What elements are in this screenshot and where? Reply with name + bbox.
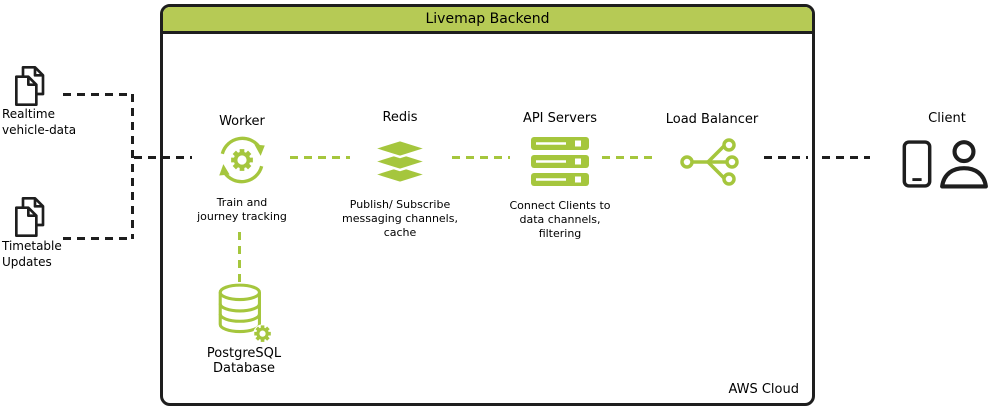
connector-sources-to-worker [134, 156, 192, 159]
api-servers-description: Connect Clients to data channels, filter… [509, 199, 611, 241]
connector-worker-redis [290, 156, 350, 159]
connector-edge-client [822, 156, 870, 159]
load-balancer-icon [680, 137, 742, 187]
realtime-source-label: Realtime vehicle-data [2, 107, 77, 137]
backend-title: Livemap Backend [425, 11, 550, 27]
client-label: Client [928, 111, 966, 126]
postgresql-database-icon [214, 281, 276, 345]
worker-label: Worker [219, 114, 265, 129]
worker-gear-sync-icon [213, 131, 271, 189]
timetable-documents-icon [13, 197, 49, 237]
connector-loadbalancer-edge [764, 156, 808, 159]
postgresql-label: PostgreSQL Database [206, 346, 282, 376]
api-servers-icon [530, 136, 590, 188]
connector-redis-api [452, 156, 510, 159]
connector-sources-vertical [131, 94, 134, 239]
backend-title-bar: Livemap Backend [163, 7, 812, 34]
redis-description: Publish/ Subscribe messaging channels, c… [342, 198, 458, 240]
load-balancer-label: Load Balancer [665, 112, 759, 127]
connector-api-loadbalancer [602, 156, 658, 159]
realtime-documents-icon [13, 66, 49, 106]
aws-cloud-label: AWS Cloud [728, 382, 799, 397]
redis-label: Redis [382, 110, 418, 125]
timetable-source-label: Timetable Updates [2, 239, 62, 269]
redis-stack-icon [368, 138, 432, 188]
connector-worker-postgresql [238, 232, 241, 282]
worker-description: Train and journey tracking [197, 196, 287, 224]
connector-timetable [63, 237, 133, 240]
api-servers-label: API Servers [522, 111, 598, 126]
client-phone-icon [902, 139, 932, 189]
connector-realtime [63, 93, 133, 96]
client-person-icon [938, 138, 990, 190]
